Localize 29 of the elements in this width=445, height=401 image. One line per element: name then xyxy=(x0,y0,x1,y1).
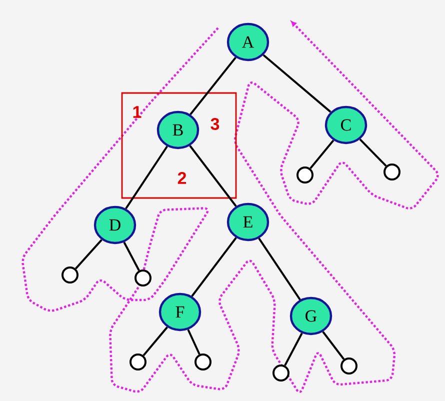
tree-edge xyxy=(74,239,102,270)
null-leaf xyxy=(62,266,78,284)
null-leaf xyxy=(134,270,152,286)
tree-node: D xyxy=(94,206,136,244)
tree-edge xyxy=(359,138,387,167)
tree-edge xyxy=(322,331,345,360)
tree-node: A xyxy=(226,22,270,62)
null-leaf xyxy=(194,354,212,370)
tree-node: B xyxy=(156,110,200,150)
step-number: 1 xyxy=(133,106,142,118)
tree-node: E xyxy=(226,202,270,242)
null-leaf xyxy=(272,364,290,382)
tree-edge xyxy=(190,56,236,116)
tree-node: G xyxy=(290,296,332,336)
null-leaf xyxy=(296,166,314,184)
tree-edge xyxy=(262,54,332,113)
tree-edge xyxy=(123,242,140,271)
step-number: 2 xyxy=(178,172,186,184)
tree-edge xyxy=(310,140,334,170)
null-leaf xyxy=(384,164,400,180)
tree-edge xyxy=(187,329,200,355)
tree-edge xyxy=(191,237,237,297)
null-leaf xyxy=(130,354,146,370)
tree-node: F xyxy=(158,292,202,332)
tree-edge xyxy=(142,326,168,356)
null-leaf xyxy=(340,358,358,374)
tree-node: C xyxy=(324,106,368,144)
tree-edge xyxy=(284,332,303,366)
tree-edge xyxy=(258,238,301,300)
